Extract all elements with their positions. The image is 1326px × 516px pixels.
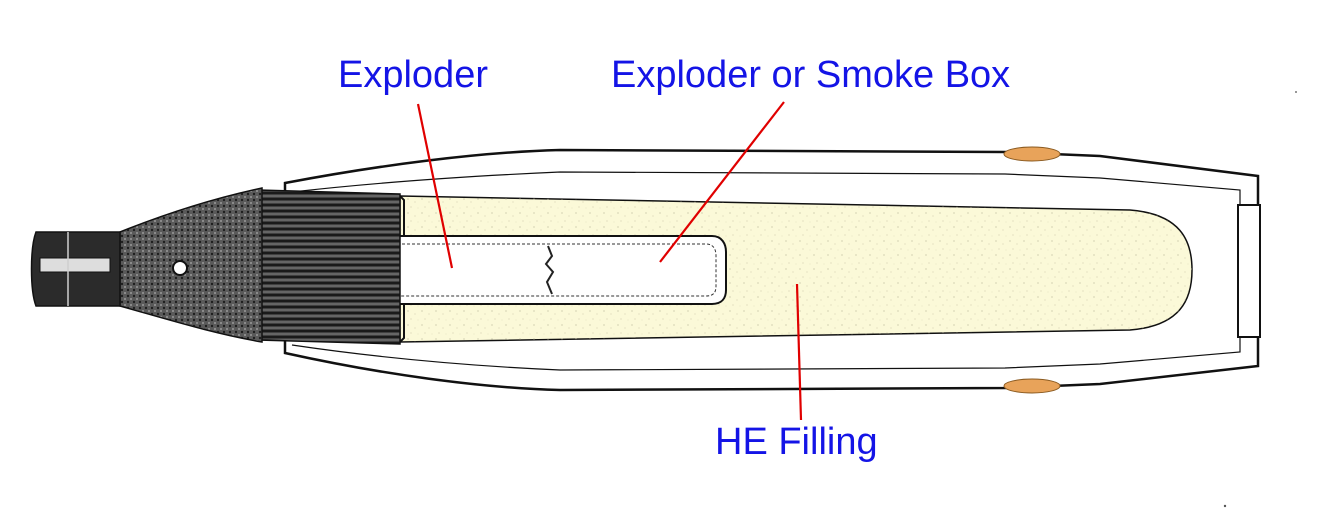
- exploder-container-inner: [392, 243, 717, 297]
- fuze-tip-slot: [39, 257, 111, 273]
- driving-band-bottom: [1003, 378, 1061, 394]
- label-exploder: Exploder: [338, 54, 488, 96]
- fuze-setting-hole: [172, 260, 188, 276]
- he-filling-texture: [400, 196, 1192, 342]
- leader-line-he-filling: [795, 283, 803, 421]
- exploder-container: [387, 235, 727, 305]
- driving-band-top: [1003, 146, 1061, 162]
- label-he-filling: HE Filling: [715, 421, 878, 463]
- leader-line-exploder: [416, 103, 454, 269]
- leader-line-smoke-box: [659, 101, 785, 263]
- fuze-adapter: [257, 189, 401, 345]
- base-plug: [1237, 204, 1261, 338]
- exploder-divider: [544, 245, 555, 295]
- stray-dot: [1295, 91, 1297, 93]
- label-exploder-or-smoke-box: Exploder or Smoke Box: [611, 54, 1011, 96]
- fuze-body: [119, 187, 263, 343]
- stray-dot: [1223, 504, 1227, 508]
